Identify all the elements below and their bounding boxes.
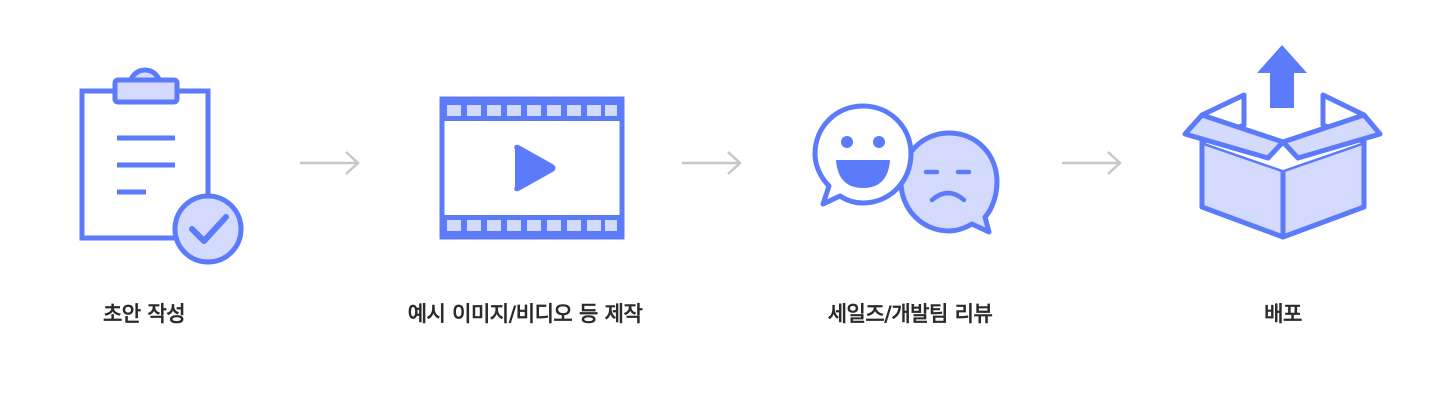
arrow-right-icon	[680, 148, 744, 178]
box-upload-icon	[1182, 45, 1383, 240]
step-label: 초안 작성	[102, 302, 186, 326]
chat-faces-icon	[812, 103, 1000, 235]
step-label: 예시 이미지/비디오 등 제작	[407, 302, 643, 326]
clipboard-check-icon	[79, 67, 244, 265]
arrow-right-icon	[1060, 148, 1124, 178]
video-play-icon	[439, 96, 625, 240]
step-label: 세일즈/개발팀 리뷰	[827, 302, 993, 326]
step-label: 배포	[1264, 302, 1302, 326]
arrow-right-icon	[298, 148, 362, 178]
